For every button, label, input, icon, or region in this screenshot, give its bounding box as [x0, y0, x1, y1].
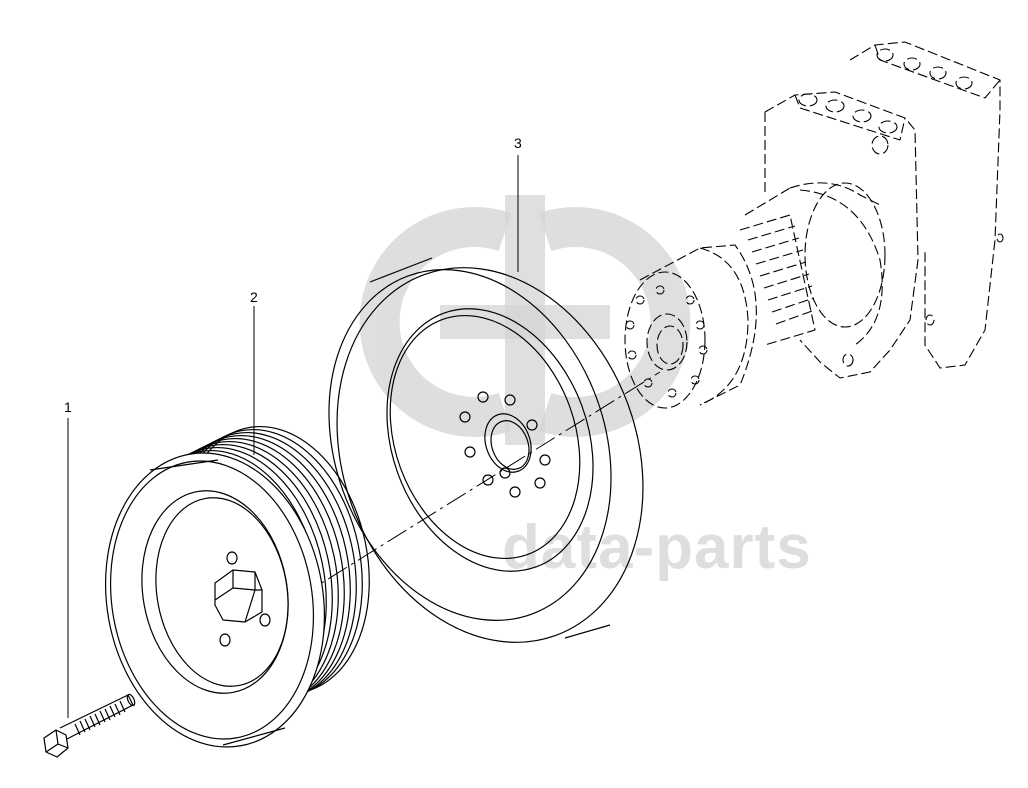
callout-1: 1	[64, 399, 72, 415]
callout-3: 3	[514, 135, 522, 151]
watermark-text: data-parts	[502, 513, 812, 582]
bolt	[43, 693, 136, 758]
callout-2: 2	[250, 289, 258, 305]
belt-pulley	[104, 425, 370, 748]
vibration-damper	[328, 257, 644, 643]
crankshaft	[624, 41, 1004, 409]
